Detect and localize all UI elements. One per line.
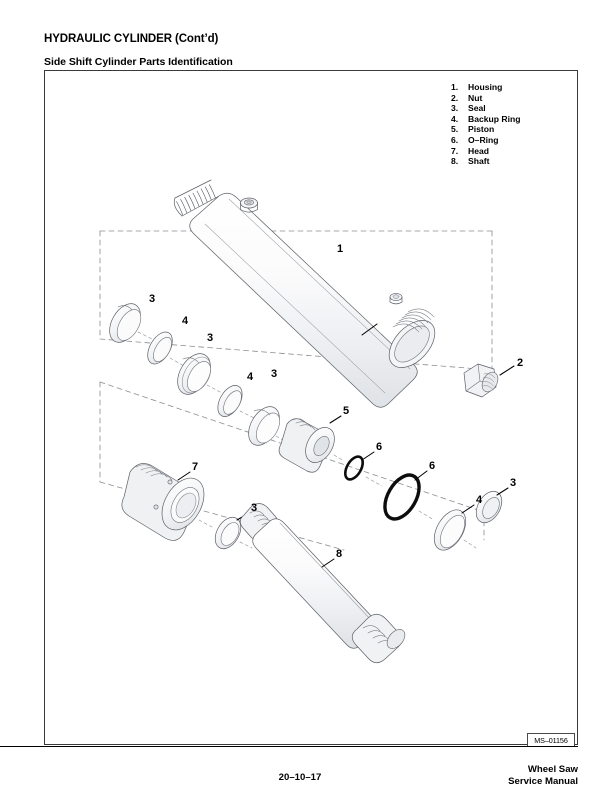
part-name: Shaft [468,156,490,167]
footer-divider [0,746,578,747]
callout-3c: 3 [271,368,277,380]
part-piston [278,415,342,473]
manual-name-line1: Wheel Saw [527,764,578,775]
part-name: Piston [468,124,495,135]
manual-name: Wheel Saw Service Manual [508,764,578,787]
callout-6a: 6 [376,441,382,453]
callout-3e: 3 [251,502,257,514]
ring-seal-d [475,487,509,524]
exploded-view-diagram: 1 2 3 4 3 4 3 5 6 6 4 3 7 3 8 [44,70,578,745]
part-number: 3. [451,103,459,114]
part-number: 1. [451,82,459,92]
callout-7: 7 [192,461,198,473]
section-title: Side Shift Cylinder Parts Identification [44,56,233,68]
part-number: 5. [451,124,459,135]
ring-seal-c [248,406,280,446]
callout-6b: 6 [429,460,435,472]
part-name: Head [468,145,490,156]
ring-backup-b [217,385,243,417]
callout-4a: 4 [182,315,189,327]
part-number: 7. [451,145,459,156]
parts-list-item: 4. Backup Ring [451,114,566,125]
part-nut [463,363,515,398]
callout-8: 8 [336,548,342,560]
part-oring-large [383,470,428,521]
page-number: 20–10–17 [278,772,322,783]
ring-backup-c [433,504,475,551]
parts-list-item: 7. Head [451,146,566,157]
part-number: 6. [451,134,459,145]
parts-list-item: 6. O–Ring [451,135,566,146]
page-title: HYDRAULIC CYLINDER (Cont’d) [44,33,219,45]
callout-4c: 4 [476,494,483,506]
seal-ring-chain [109,303,289,446]
illustration-frame [44,70,578,745]
parts-list-item: 1. Housing [451,82,566,93]
part-name: Backup Ring [468,113,521,124]
part-name: Housing [468,82,503,92]
callout-3a: 3 [149,293,155,305]
callout-2: 2 [517,357,523,369]
ring-seal-b [177,353,212,395]
housing-threaded-end [388,308,436,368]
part-number: 2. [451,92,459,103]
part-number: 4. [451,113,459,124]
manual-name-line2: Service Manual [508,775,578,787]
part-housing [173,179,436,408]
callout-3b: 3 [207,332,213,344]
parts-list-item: 5. Piston [451,124,566,135]
part-shaft [239,503,406,664]
part-name: O–Ring [468,134,499,145]
parts-list-item: 3. Seal [451,103,566,114]
part-number: 8. [451,156,459,167]
parts-list-item: 2. Nut [451,93,566,104]
callout-3d: 3 [510,477,516,489]
ms-number: MS–01156 [534,735,568,745]
part-name: Seal [468,103,486,114]
part-head [121,463,205,541]
parts-list-item: 8. Shaft [451,156,566,167]
callout-5: 5 [343,405,349,417]
part-name: Nut [468,92,483,103]
callout-1: 1 [337,243,343,255]
callout-labels: 1 2 3 4 3 4 3 5 6 6 4 3 7 3 8 [149,243,523,560]
ring-backup-a [147,331,173,365]
parts-identification-list: 1. Housing 2. Nut 3. Seal 4. Backup Ring… [451,82,566,167]
part-oring-small [343,451,375,481]
ring-seal-e [214,512,250,550]
callout-4b: 4 [247,371,254,383]
ms-number-box: MS–01156 [527,733,575,747]
ring-seal-a [109,303,142,343]
